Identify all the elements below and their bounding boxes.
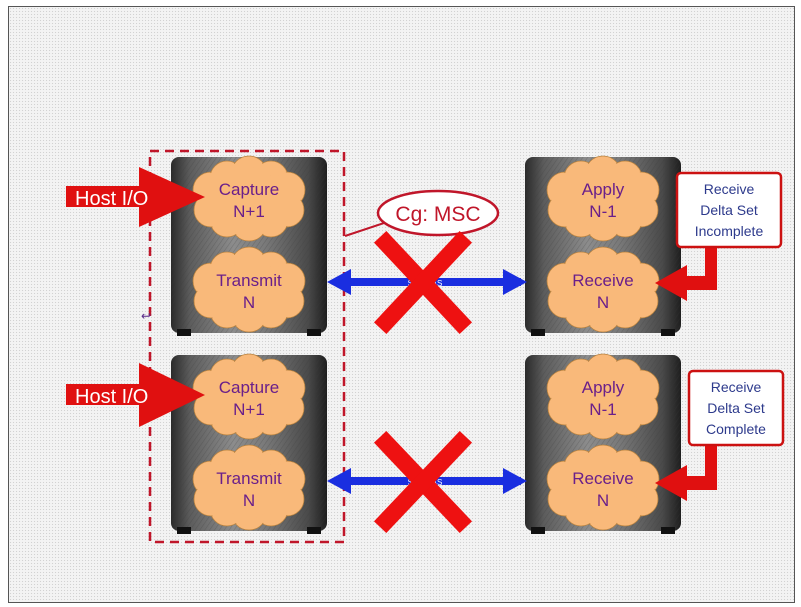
receive-callout-top: Receive Delta Set Incomplete	[655, 171, 783, 301]
cloud-receive-top-label-1: Receive	[572, 271, 633, 290]
receive-callout-bottom-line1: Receive	[711, 379, 762, 395]
cloud-apply-bottom-label-1: Apply	[582, 378, 625, 397]
consistency-group-callout: Cg: MSC	[344, 189, 500, 237]
cloud-transmit-top-label-1: Transmit	[216, 271, 282, 290]
cloud-capture-bottom-label-2: N+1	[233, 400, 265, 419]
cloud-transmit-bottom-label-1: Transmit	[216, 469, 282, 488]
receive-callout-bottom: Receive Delta Set Complete	[655, 369, 785, 501]
link-failure-x-top	[373, 230, 473, 335]
receive-callout-top-line1: Receive	[704, 181, 755, 197]
receive-callout-top-line2: Delta Set	[700, 202, 758, 218]
link-failure-x-bottom	[373, 430, 473, 534]
diagram-canvas: CaptureN+1TransmitNApplyN-1ReceiveNCaptu…	[66, 149, 785, 544]
cloud-transmit-top-label-2: N	[243, 293, 255, 312]
consistency-group-boundary	[148, 149, 346, 544]
host-io-label-top: Host I/O	[75, 188, 148, 210]
receive-callout-bottom-line3: Complete	[706, 421, 766, 437]
cloud-transmit-bottom-label-2: N	[243, 491, 255, 510]
cloud-apply-top-label-1: Apply	[582, 180, 625, 199]
cloud-capture-bottom-label-1: Capture	[219, 378, 279, 397]
receive-callout-bottom-line2: Delta Set	[707, 400, 765, 416]
cloud-apply-bottom-label-2: N-1	[589, 400, 616, 419]
cloud-receive-bottom-label-2: N	[597, 491, 609, 510]
cloud-receive-top-label-2: N	[597, 293, 609, 312]
stray-marker: ↩	[141, 309, 151, 323]
host-io-arrow-top: Host I/O	[66, 167, 205, 227]
receive-callout-top-line3: Incomplete	[695, 223, 764, 239]
consistency-group-label: Cg: MSC	[395, 203, 480, 226]
host-io-arrow-bottom: Host I/O	[66, 363, 205, 427]
cloud-apply-top-label-2: N-1	[589, 202, 616, 221]
cloud-capture-top-label-1: Capture	[219, 180, 279, 199]
cloud-receive-bottom-label-1: Receive	[572, 469, 633, 488]
host-io-label-bottom: Host I/O	[75, 386, 148, 408]
cloud-capture-top-label-2: N+1	[233, 202, 265, 221]
